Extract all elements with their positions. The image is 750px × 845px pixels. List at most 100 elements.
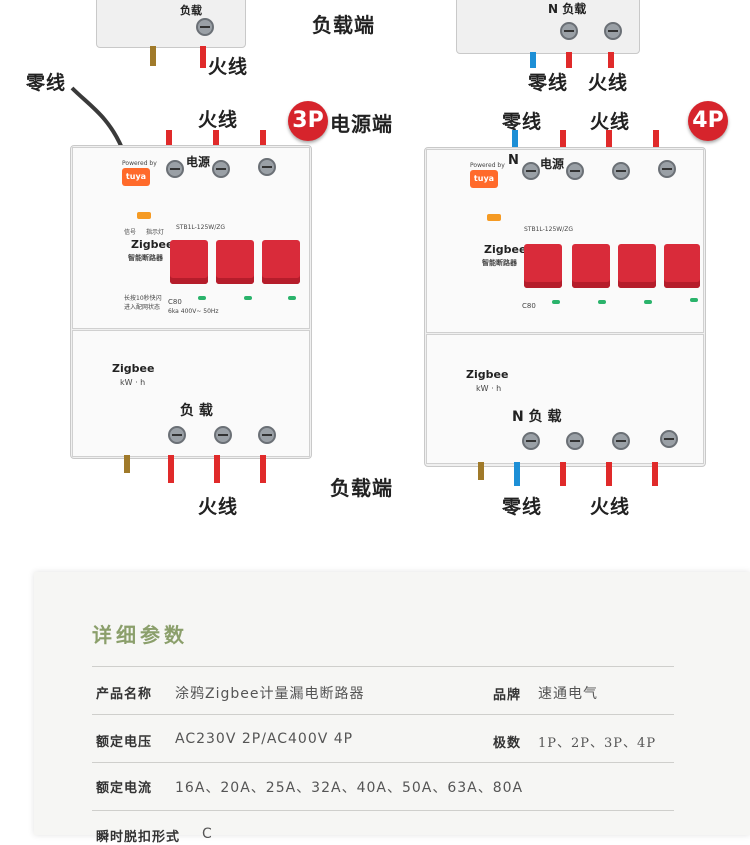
screw-icon (522, 432, 540, 450)
c80-text: C80 (522, 302, 536, 310)
handle-pole-1 (170, 240, 208, 284)
row-product-name-key: 产品名称 (96, 687, 153, 702)
row-voltage-key: 额定电压 (96, 735, 153, 750)
model-3p-text: STB1L-125W/ZG (176, 224, 225, 231)
row-product-name-value: 涂鸦Zigbee计量漏电断路器 (175, 686, 365, 702)
live-wire (606, 130, 612, 148)
divider (92, 666, 674, 667)
power-end-label: 电源端 (330, 112, 393, 136)
terminal-pin (124, 455, 130, 473)
right-neutral-top-label: 零线 (502, 111, 543, 133)
top-left-load-text: 负载 (180, 4, 202, 17)
top-right-live-label: 火线 (588, 72, 629, 94)
kwh-text: kW · h (476, 384, 502, 393)
live-wire (166, 130, 172, 148)
screw-icon (212, 160, 230, 178)
right-n-load-text: N 负 载 (512, 409, 562, 425)
right-n-text: N (508, 153, 519, 168)
live-wire (606, 462, 612, 486)
details-title: 详细参数 (92, 623, 188, 647)
handle-pole-2 (216, 240, 254, 284)
handle-pole-3 (262, 240, 300, 284)
live-wire (200, 46, 206, 68)
meter-zigbee-text: Zigbee (466, 368, 509, 381)
signal-text: 信号 (124, 229, 137, 236)
row-current-key: 额定电流 (96, 781, 153, 796)
left-live-top-label: 火线 (198, 109, 239, 131)
screw-icon (612, 162, 630, 180)
tuya-logo: tuya (122, 168, 150, 186)
details-panel (34, 572, 750, 835)
live-wire (653, 130, 659, 148)
right-power-text: 电源 (540, 157, 565, 171)
screw-icon (660, 430, 678, 448)
terminal-pin (150, 46, 156, 66)
row-poles-value: 1P、2P、3P、4P (538, 736, 657, 751)
handle-pole-4 (664, 244, 700, 288)
wiring-diagram: 负载 火线 负载端 N 负载 零线 火线 零线 火线 3P 电源端 tuya P… (26, 0, 728, 518)
top-right-n-load-text: N 负载 (548, 2, 587, 16)
screw-icon (258, 426, 276, 444)
live-wire (214, 455, 220, 483)
screw-icon (166, 160, 184, 178)
screw-icon (522, 162, 540, 180)
row-brand-key: 品牌 (493, 688, 522, 703)
screw-icon (214, 426, 232, 444)
live-wire (213, 130, 219, 148)
led-indicator (288, 296, 296, 300)
live-wire (168, 455, 174, 483)
row-brand-value: 速通电气 (538, 686, 598, 702)
top-center-load-end: 负载端 (312, 13, 375, 37)
row-trip-key: 瞬时脱扣形式 (96, 830, 181, 845)
screw-icon (566, 432, 584, 450)
handle-pole-3 (618, 244, 656, 288)
brand-zigbee-text: Zigbee (131, 238, 174, 251)
pair-button (487, 214, 501, 221)
neutral-cable-icon (70, 86, 124, 149)
pair-hint-text: 长按10秒快闪进入配网状态 (124, 295, 162, 311)
left-neutral-label: 零线 (26, 72, 67, 94)
live-wire (608, 52, 614, 68)
model-4p-text: STB1L-125W/ZG (524, 226, 573, 233)
left-power-text: 电源 (186, 155, 211, 169)
screw-icon (196, 18, 214, 36)
right-live-bottom-label: 火线 (590, 496, 631, 518)
led-indicator (552, 300, 560, 304)
row-poles-key: 极数 (493, 736, 522, 751)
screw-icon (560, 22, 578, 40)
screw-icon (258, 158, 276, 176)
led-indicator (690, 298, 698, 302)
screw-icon (658, 160, 676, 178)
row-trip-value: C (202, 826, 213, 842)
neutral-wire (514, 462, 520, 486)
brand-zigbee-text: Zigbee (484, 243, 527, 256)
live-wire (260, 130, 266, 148)
meter-zigbee-text: Zigbee (112, 362, 155, 375)
led-indicator (198, 296, 206, 300)
right-neutral-bottom-label: 零线 (502, 496, 543, 518)
row-voltage-value: AC230V 2P/AC400V 4P (175, 731, 354, 747)
screw-icon (612, 432, 630, 450)
live-wire (260, 455, 266, 483)
led-indicator (598, 300, 606, 304)
spec-text: 6ka 400V~ 50Hz (168, 308, 219, 315)
indicator-text: 指示灯 (146, 229, 165, 236)
divider (92, 810, 674, 811)
powered-by-text: Powered by (122, 160, 157, 167)
neutral-wire (530, 52, 536, 68)
smart-breaker-text: 智能断路器 (482, 259, 517, 267)
pair-button (137, 212, 151, 219)
divider (92, 714, 674, 715)
badge-4p: 4P (688, 101, 728, 141)
screw-icon (604, 22, 622, 40)
top-left-live-label: 火线 (208, 56, 249, 78)
right-live-top-label: 火线 (590, 111, 631, 133)
led-indicator (244, 296, 252, 300)
handle-pole-2 (572, 244, 610, 288)
breaker-3p-top-module (72, 147, 310, 329)
screw-icon (168, 426, 186, 444)
handle-pole-1 (524, 244, 562, 288)
smart-breaker-text: 智能断路器 (128, 254, 163, 262)
left-live-bottom-label: 火线 (198, 496, 239, 518)
top-left-breaker-partial (96, 0, 246, 48)
